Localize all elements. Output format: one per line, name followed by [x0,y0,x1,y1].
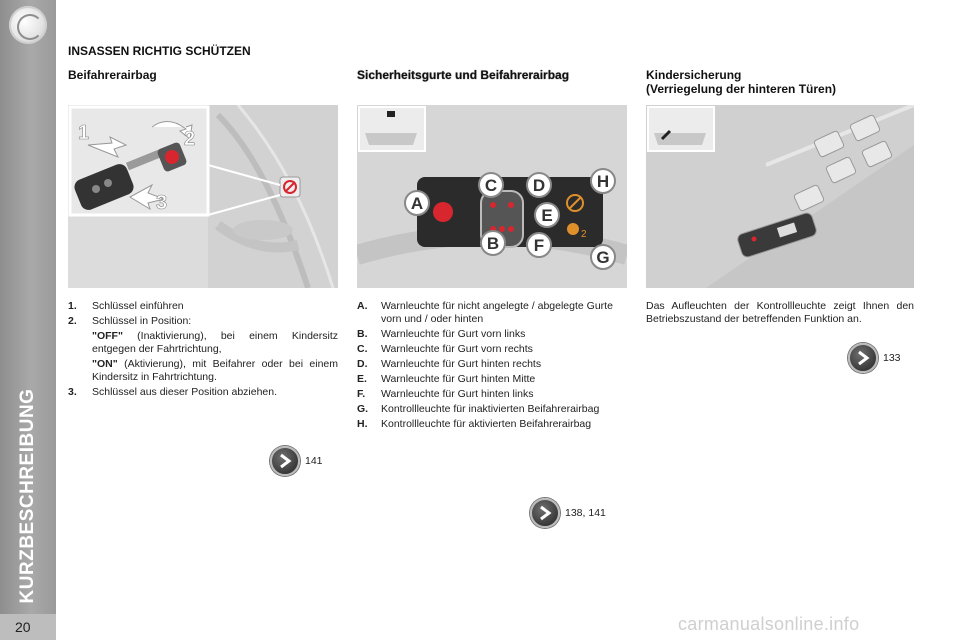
key-switch-drawing: 1 2 3 [68,105,338,288]
brand-logo-icon [9,6,47,44]
chevron-right-icon [530,498,560,528]
airbag-key-illustration: 1 2 3 [68,105,338,288]
col3-text: Das Aufleuchten der Kontrollleuchte zeig… [646,300,914,325]
list-item: G.Kontrollleuchte für inaktivierten Beif… [357,403,600,415]
label-3: 3 [156,192,167,214]
col2-list: A.Warnleuchte für nicht angelegte / abge… [357,300,627,433]
section-label: KURZBESCHREIBUNG [17,388,38,604]
list-item: 1. Schlüssel einführen [68,300,184,312]
seatbelt-illustration: 2 A B C D E F G H [357,105,627,288]
page-title: INSASSEN RICHTIG SCHÜTZEN [68,44,251,58]
label-B: B [487,234,499,253]
list-item: 3. Schlüssel aus dieser Position abziehe… [68,386,278,398]
page-number: 20 [15,619,31,635]
list-item: F.Warnleuchte für Gurt hinten links [357,388,534,400]
chevron-right-icon [848,343,878,373]
list-subitem: "OFF" (Inaktivierung), bei einem Kinders… [92,330,338,355]
list-item: H.Kontrollleuchte für aktivierten Beifah… [357,418,592,430]
page-ref-138-141[interactable]: 138, 141 [530,498,606,528]
indicator-number: 2 [581,229,587,240]
page-ref-141[interactable]: 141 [270,446,323,476]
list-item: D.Warnleuchte für Gurt hinten rechts [357,358,542,370]
list-item: C.Warnleuchte für Gurt vorn rechts [357,343,533,355]
list-item: 2. Schlüssel in Position: [68,315,192,327]
list-subitem: "ON" (Aktivierung), mit Beifahrer oder b… [92,358,338,383]
page-ref-133[interactable]: 133 [848,343,901,373]
list-item: A.Warnleuchte für nicht angelegte / abge… [357,300,613,325]
label-D: D [533,176,545,195]
col2-heading: Sicherheitsgurte und Beifahrerairbag [357,68,570,82]
child-lock-drawing [646,105,914,288]
label-C: C [485,176,497,195]
label-A: A [411,194,423,213]
label-1: 1 [78,122,89,144]
col3-heading: Kindersicherung (Verriegelung der hinter… [646,68,837,96]
label-2: 2 [184,128,195,150]
child-lock-illustration [646,105,914,288]
label-F: F [534,236,544,255]
chevron-right-icon [270,446,300,476]
col1-list: 1. Schlüssel einführen 2. Schlüssel in P… [68,300,338,401]
page-number-box [0,614,56,640]
label-G: G [596,248,609,267]
sidebar: KURZBESCHREIBUNG 20 [0,0,56,640]
list-item: B.Warnleuchte für Gurt vorn links [357,328,526,340]
label-E: E [541,206,552,225]
seatbelt-warning-drawing: 2 A B C D E F G H [357,105,627,288]
watermark: carmanualsonline.info [678,614,860,634]
label-H: H [597,172,609,191]
col1-heading: Beifahrerairbag [68,68,157,82]
list-item: E.Warnleuchte für Gurt hinten Mitte [357,373,536,385]
